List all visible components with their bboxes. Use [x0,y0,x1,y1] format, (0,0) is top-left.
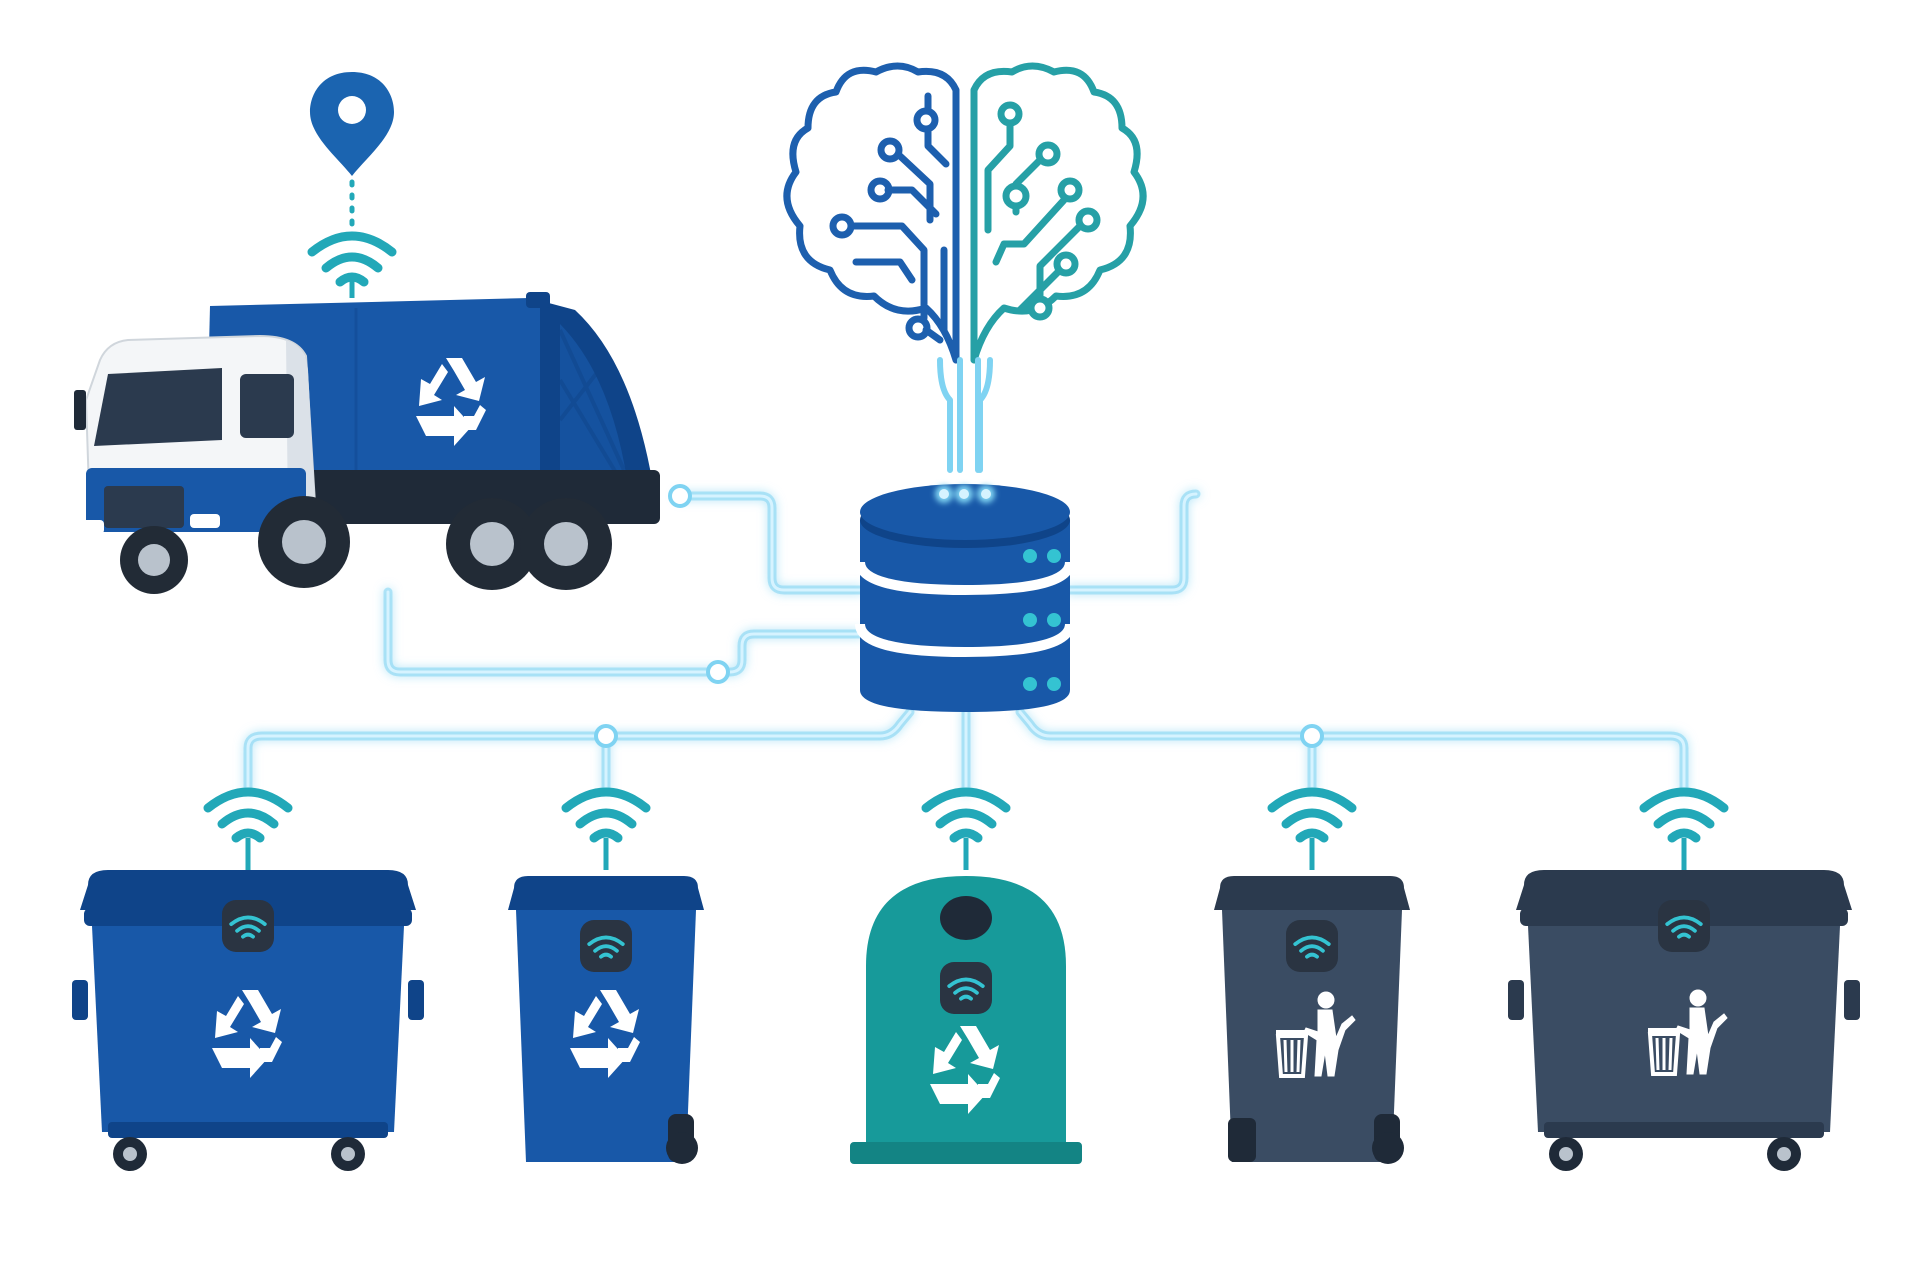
network-connections [243,489,1689,797]
wheelie-recycling-bin [508,792,704,1164]
glass-recycling-igloo [850,792,1082,1164]
server-status-leds [1023,549,1061,691]
wifi-signal-icon [566,792,646,838]
wifi-signal-icon [1644,792,1724,838]
location-pin-icon [310,72,394,239]
network-junctions [594,484,1324,748]
circuit-brain-icon [783,62,1147,473]
wifi-signal-icon [208,792,288,838]
large-recycling-container [72,792,424,1171]
truck-wheels [120,496,612,594]
wheelie-general-waste-bin [1214,792,1410,1164]
garbage-truck-icon [74,72,660,594]
wifi-signal-icon [312,236,392,282]
wifi-signal-icon [1272,792,1352,838]
database-server-icon [855,484,1075,712]
wifi-signal-icon [926,792,1006,838]
large-general-waste-container [1508,792,1860,1171]
